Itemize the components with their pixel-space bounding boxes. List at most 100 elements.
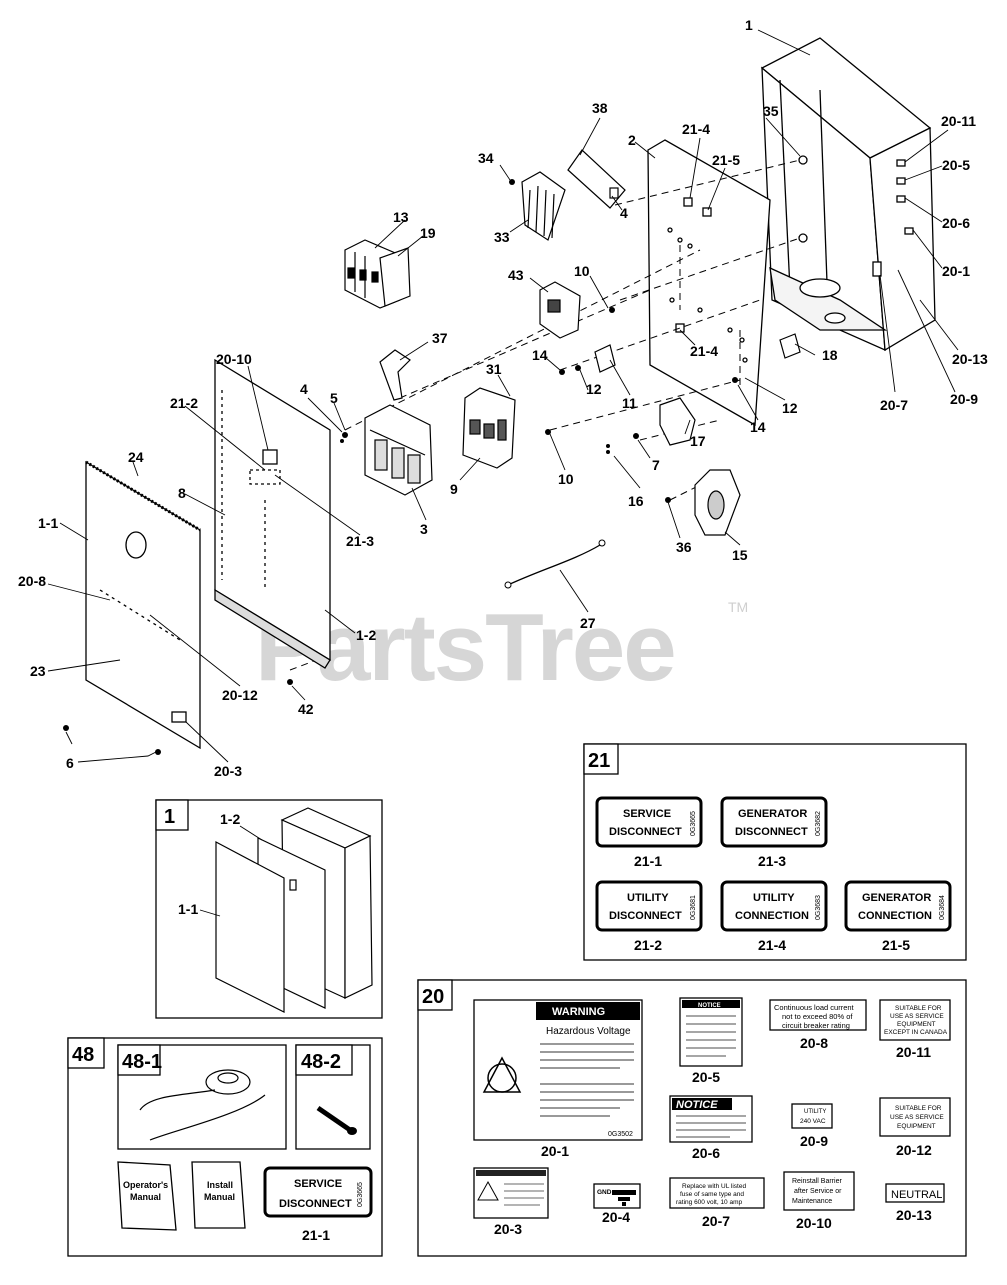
operators-manual-icon: Operator's Manual [117, 1161, 177, 1231]
svg-text:1-2: 1-2 [220, 811, 240, 827]
svg-text:240 VAC: 240 VAC [800, 1118, 826, 1125]
svg-text:0G3665: 0G3665 [357, 1182, 364, 1207]
decal-20-13: NEUTRAL 20-13 [885, 1183, 945, 1223]
watermark-tm: TM [728, 599, 748, 615]
svg-text:1-2: 1-2 [356, 627, 376, 643]
install-manual-icon: Install Manual [191, 1161, 246, 1229]
svg-text:13: 13 [393, 209, 409, 225]
svg-text:Maintenance: Maintenance [792, 1198, 832, 1205]
svg-text:12: 12 [782, 400, 798, 416]
neutral-block-part-17 [659, 397, 696, 446]
svg-text:21-3: 21-3 [346, 533, 374, 549]
svg-text:34: 34 [478, 150, 494, 166]
svg-text:21-4: 21-4 [690, 343, 718, 359]
svg-text:1-1: 1-1 [178, 901, 198, 917]
svg-text:CONNECTION: CONNECTION [735, 910, 809, 922]
svg-text:10: 10 [574, 263, 590, 279]
decal-21-4: UTILITY CONNECTION 0G3683 21-4 [720, 880, 828, 953]
svg-text:3: 3 [420, 521, 428, 537]
svg-text:EQUIPMENT: EQUIPMENT [897, 1123, 936, 1130]
svg-text:EXCEPT IN CANADA: EXCEPT IN CANADA [884, 1029, 948, 1036]
svg-text:43: 43 [508, 267, 524, 283]
svg-text:20-5: 20-5 [692, 1069, 720, 1085]
decal-21-1: SERVICE DISCONNECT 0G3665 21-1 [595, 796, 703, 869]
decal-20-7: Replace with UL listed fuse of same type… [669, 1177, 765, 1229]
svg-text:20-12: 20-12 [896, 1142, 932, 1158]
svg-text:21-1: 21-1 [634, 853, 662, 869]
svg-text:20-10: 20-10 [216, 351, 252, 367]
svg-text:20-9: 20-9 [950, 391, 978, 407]
svg-text:14: 14 [750, 419, 766, 435]
svg-text:20: 20 [422, 986, 444, 1008]
svg-text:20-3: 20-3 [214, 763, 242, 779]
fuse-holder-part-15 [694, 469, 741, 536]
svg-text:21-1: 21-1 [302, 1227, 330, 1243]
svg-text:21-2: 21-2 [634, 937, 662, 953]
svg-text:4: 4 [620, 205, 628, 221]
svg-text:1-1: 1-1 [38, 515, 58, 531]
lug-part-18 [779, 333, 801, 359]
svg-text:48-1: 48-1 [122, 1051, 162, 1073]
svg-text:0G3665: 0G3665 [690, 811, 697, 836]
svg-text:20-10: 20-10 [796, 1215, 832, 1231]
svg-text:DISCONNECT: DISCONNECT [609, 910, 682, 922]
svg-text:20-7: 20-7 [880, 397, 908, 413]
svg-text:35: 35 [763, 103, 779, 119]
svg-text:48-2: 48-2 [301, 1051, 341, 1073]
svg-text:0G3502: 0G3502 [608, 1131, 633, 1138]
svg-text:UTILITY: UTILITY [627, 892, 669, 904]
svg-text:NOTICE: NOTICE [676, 1099, 718, 1111]
svg-text:SUITABLE FOR: SUITABLE FOR [895, 1005, 942, 1012]
svg-text:UTILITY: UTILITY [753, 892, 795, 904]
current-sensor-icon [139, 1069, 266, 1141]
svg-text:20-4: 20-4 [602, 1209, 630, 1225]
door-part-1-1 [85, 460, 201, 750]
svg-text:37: 37 [432, 330, 448, 346]
svg-text:42: 42 [298, 701, 314, 717]
decal-20-10: Reinstall Barrier after Service or Maint… [783, 1171, 855, 1231]
decal-box-20: 20 WARNING Hazardous Voltage 0G3502 20-1… [417, 979, 967, 1257]
svg-text:18: 18 [822, 347, 838, 363]
svg-text:20-7: 20-7 [702, 1213, 730, 1229]
mounting-panel-part-2 [647, 139, 771, 427]
svg-text:21-5: 21-5 [882, 937, 910, 953]
service-disconnect-decal: SERVICE DISCONNECT 0G3665 21-1 [263, 1166, 373, 1243]
svg-text:33: 33 [494, 229, 510, 245]
leader-lines [47, 29, 959, 763]
decal-20-8: Continuous load current not to exceed 80… [769, 999, 867, 1051]
svg-text:1: 1 [745, 17, 753, 33]
svg-text:20-8: 20-8 [18, 573, 46, 589]
svg-text:Operator's: Operator's [123, 1180, 168, 1190]
wire-part-27 [507, 544, 601, 586]
decal-21-3: GENERATOR DISCONNECT 0G3682 21-3 [720, 796, 828, 869]
svg-text:Manual: Manual [130, 1192, 161, 1202]
decal-20-12: SUITABLE FOR USE AS SERVICE EQUIPMENT 20… [879, 1097, 951, 1158]
svg-text:Hazardous Voltage: Hazardous Voltage [546, 1026, 631, 1037]
svg-text:after Service or: after Service or [794, 1188, 842, 1195]
svg-text:21: 21 [588, 750, 610, 772]
svg-text:NOTICE: NOTICE [698, 1003, 721, 1009]
svg-text:0G3684: 0G3684 [939, 895, 946, 920]
decal-20-5: NOTICE 20-5 [679, 997, 743, 1085]
svg-text:Manual: Manual [204, 1192, 235, 1202]
svg-text:8: 8 [178, 485, 186, 501]
decal-21-5: GENERATOR CONNECTION 0G3684 21-5 [844, 880, 952, 953]
svg-text:10: 10 [558, 471, 574, 487]
svg-text:0G3683: 0G3683 [815, 895, 822, 920]
svg-text:USE AS SERVICE: USE AS SERVICE [890, 1114, 944, 1121]
svg-text:9: 9 [450, 481, 458, 497]
svg-text:DISCONNECT: DISCONNECT [279, 1198, 352, 1210]
kit-box-48: 48 48-1 48-2 Operator's Manual Install M… [67, 1037, 383, 1257]
svg-text:20-8: 20-8 [800, 1035, 828, 1051]
svg-text:20-11: 20-11 [896, 1044, 931, 1060]
svg-text:27: 27 [580, 615, 596, 631]
svg-text:CONNECTION: CONNECTION [858, 910, 932, 922]
svg-text:20-11: 20-11 [941, 113, 976, 129]
svg-text:0G3681: 0G3681 [690, 895, 697, 920]
svg-text:DISCONNECT: DISCONNECT [609, 826, 682, 838]
decal-20-4: GND 20-4 [593, 1183, 641, 1225]
relay-part-43 [539, 281, 581, 339]
screw-icon [316, 1105, 357, 1135]
svg-text:38: 38 [592, 100, 608, 116]
decal-20-3: 20-3 [473, 1167, 549, 1237]
